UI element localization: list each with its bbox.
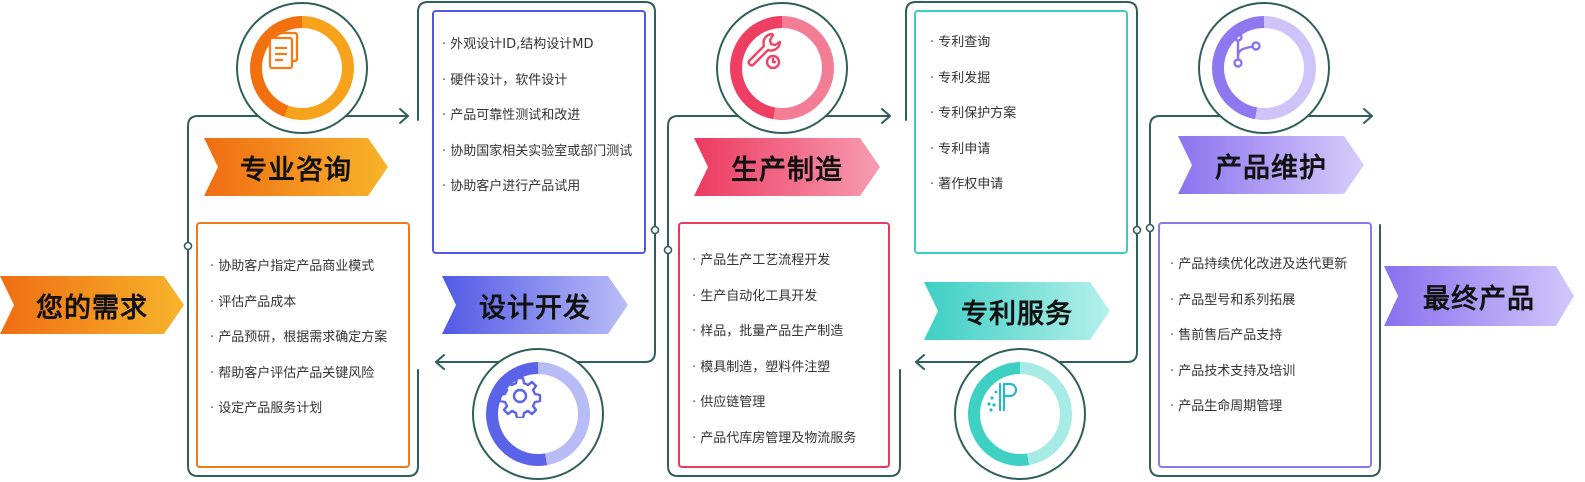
badge-manufacture — [716, 2, 848, 134]
manufacture-list: 产品生产工艺流程开发 生产自动化工具开发 样品，批量产品生产制造 模具制造，塑料… — [692, 252, 888, 465]
list-item: 外观设计ID,结构设计MD — [442, 36, 644, 72]
connector-manufacture-bottom — [667, 249, 901, 477]
ip-patent-icon — [987, 382, 1018, 412]
list-item: 专利查询 — [930, 34, 1126, 70]
arrow-head-4 — [915, 354, 925, 370]
ribbon-patent: 专利服务 — [924, 282, 1110, 340]
list-item: 生产自动化工具开发 — [692, 288, 888, 324]
list-item: 硬件设计，软件设计 — [442, 72, 644, 108]
ribbon-consult: 专业咨询 — [204, 138, 388, 196]
list-item: 产品技术支持及培训 — [1170, 363, 1370, 399]
list-item: 设定产品服务计划 — [210, 400, 408, 436]
panel-design: 外观设计ID,结构设计MD 硬件设计，软件设计 产品可靠性测试和改进 协助国家相… — [432, 10, 646, 254]
list-item: 著作权申请 — [930, 176, 1126, 212]
list-item: 协助客户指定产品商业模式 — [210, 258, 408, 294]
ribbon-demand-title: 您的需求 — [36, 292, 148, 324]
list-item: 专利发掘 — [930, 70, 1126, 106]
ribbon-manufacture-title: 生产制造 — [731, 154, 843, 186]
list-item: 产品型号和系列拓展 — [1170, 292, 1370, 328]
connector-consult-to-design — [187, 115, 409, 247]
list-item: 专利申请 — [930, 141, 1126, 177]
list-item: 产品生产工艺流程开发 — [692, 252, 888, 288]
ribbon-design: 设计开发 — [442, 276, 628, 334]
connector-patent-return — [915, 229, 1138, 363]
design-list: 外观设计ID,结构设计MD 硬件设计，软件设计 产品可靠性测试和改进 协助国家相… — [442, 36, 644, 214]
connector-design-return — [435, 229, 656, 363]
junction-dot-4 — [1132, 225, 1142, 235]
connector-maintain-bottom — [1149, 224, 1381, 477]
consult-list: 协助客户指定产品商业模式 评估产品成本 产品预研，根据需求确定方案 帮助客户评估… — [210, 258, 408, 436]
junction-dot-3 — [663, 245, 673, 255]
panel-consult: 协助客户指定产品商业模式 评估产品成本 产品预研，根据需求确定方案 帮助客户评估… — [196, 222, 410, 468]
ribbon-final: 最终产品 — [1384, 266, 1574, 326]
badge-consult — [236, 2, 368, 134]
ribbon-consult-shape — [204, 138, 388, 196]
maintain-list: 产品持续优化改进及迭代更新 产品型号和系列拓展 售前售后产品支持 产品技术支持及… — [1170, 256, 1370, 434]
arrow-head-5 — [1363, 108, 1373, 124]
list-item: 帮助客户评估产品关键风险 — [210, 365, 408, 401]
arrow-head-2 — [435, 354, 445, 370]
branch-icon — [1233, 32, 1261, 68]
ribbon-manufacture: 生产制造 — [694, 138, 880, 196]
list-item: 产品预研，根据需求确定方案 — [210, 329, 408, 365]
connector-maintain-left — [1149, 115, 1373, 229]
wrench-icon — [747, 32, 782, 70]
ribbon-maintain-title: 产品维护 — [1215, 152, 1327, 184]
ribbon-final-title: 最终产品 — [1423, 283, 1535, 315]
list-item: 评估产品成本 — [210, 294, 408, 330]
badge-maintain — [1198, 2, 1330, 134]
document-stack-icon — [268, 31, 299, 70]
connector-manufacture-left — [667, 115, 891, 251]
connector-consult-bottom — [187, 245, 419, 477]
panel-manufacture: 产品生产工艺流程开发 生产自动化工具开发 样品，批量产品生产制造 模具制造，塑料… — [678, 222, 890, 468]
arrow-head-1 — [399, 108, 409, 124]
junction-dot-5 — [1145, 223, 1155, 233]
list-item: 协助国家相关实验室或部门测试 — [442, 143, 644, 179]
list-item: 模具制造，塑料件注塑 — [692, 359, 888, 395]
ribbon-maintain: 产品维护 — [1178, 136, 1364, 194]
badge-patent — [954, 348, 1086, 480]
list-item: 协助客户进行产品试用 — [442, 178, 644, 214]
ribbon-design-shape — [442, 276, 628, 334]
panel-patent: 专利查询 专利发掘 专利保护方案 专利申请 著作权申请 — [914, 10, 1128, 254]
ribbon-demand-shape — [0, 276, 184, 334]
ribbon-patent-shape — [924, 282, 1110, 340]
ribbon-manufacture-shape — [694, 138, 880, 196]
gear-icon — [498, 376, 542, 418]
junction-dot-1 — [183, 241, 193, 251]
list-item: 专利保护方案 — [930, 105, 1126, 141]
ribbon-design-title: 设计开发 — [479, 292, 591, 324]
ribbon-maintain-shape — [1178, 136, 1364, 194]
list-item: 样品，批量产品生产制造 — [692, 323, 888, 359]
patent-list: 专利查询 专利发掘 专利保护方案 专利申请 著作权申请 — [930, 34, 1126, 212]
panel-maintain: 产品持续优化改进及迭代更新 产品型号和系列拓展 售前售后产品支持 产品技术支持及… — [1158, 222, 1372, 468]
list-item: 售前售后产品支持 — [1170, 327, 1370, 363]
junction-dot-2 — [650, 225, 660, 235]
ribbon-demand: 您的需求 — [0, 276, 184, 334]
arrow-head-3 — [881, 108, 891, 124]
list-item: 产品持续优化改进及迭代更新 — [1170, 256, 1370, 292]
list-item: 产品可靠性测试和改进 — [442, 107, 644, 143]
ribbon-final-shape — [1384, 266, 1574, 326]
connector-design-top — [417, 1, 656, 231]
connector-patent-top — [905, 1, 1138, 231]
ribbon-consult-title: 专业咨询 — [240, 154, 352, 186]
list-item: 产品生命周期管理 — [1170, 398, 1370, 434]
list-item: 供应链管理 — [692, 394, 888, 430]
ribbon-patent-title: 专利服务 — [961, 298, 1073, 330]
badge-design — [472, 348, 604, 480]
list-item: 产品代库房管理及物流服务 — [692, 430, 888, 466]
